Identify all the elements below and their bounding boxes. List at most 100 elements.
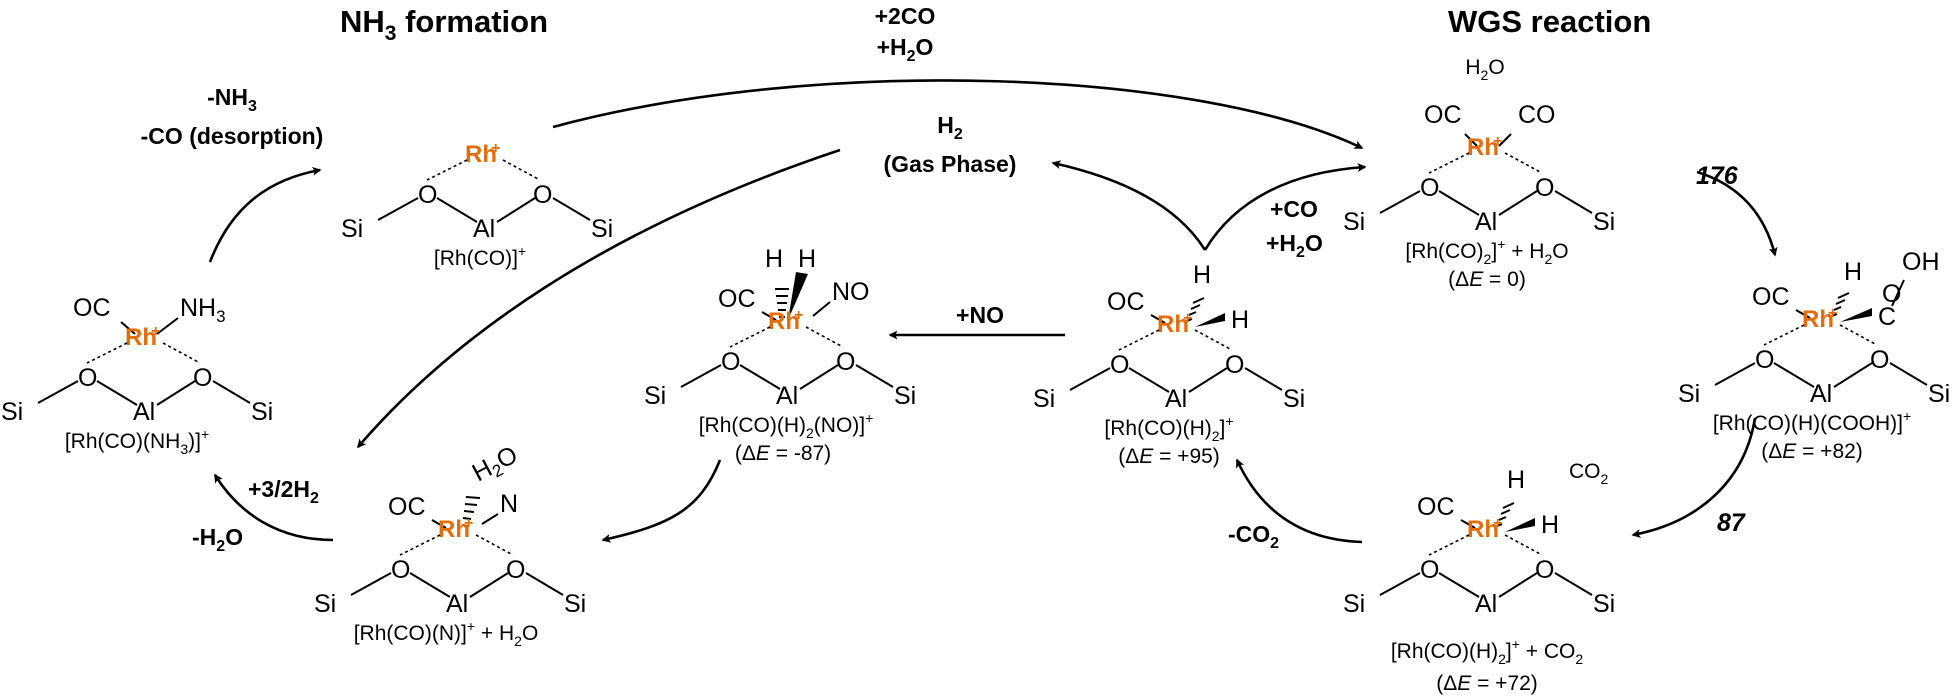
energy-label: (ΔE = +82) bbox=[1761, 440, 1863, 463]
o-right: O bbox=[1225, 351, 1244, 379]
rh-charge: + bbox=[1493, 515, 1502, 532]
si-left: Si bbox=[341, 215, 363, 243]
al-atom: Al bbox=[473, 215, 495, 243]
label-minus-nh3: -NH3 bbox=[207, 84, 257, 115]
rh-atom: Rh bbox=[1157, 311, 1189, 338]
label-plus-3-2-h2: +3/2H2 bbox=[248, 476, 319, 507]
arrow-desorption bbox=[208, 166, 322, 263]
rh-charge: + bbox=[491, 140, 500, 157]
species-rh-co-n: OC H2O N Rh + O O Al Si Si [Rh(CO)(N)]+ … bbox=[314, 441, 586, 649]
species-rh-co-h2: OC H H Rh + O O Al Si Si [Rh(CO)(H)2]+ (… bbox=[1033, 261, 1305, 468]
wedge-bond bbox=[1840, 308, 1872, 322]
si-right: Si bbox=[894, 382, 916, 410]
wedge-bond bbox=[1505, 518, 1535, 532]
energy-label: (ΔE = 0) bbox=[1448, 268, 1526, 291]
hash-bond bbox=[1831, 292, 1850, 317]
si-right: Si bbox=[1593, 590, 1615, 618]
rh-charge: + bbox=[464, 515, 473, 532]
n-ligand: N bbox=[500, 490, 518, 518]
label-plus-no: +NO bbox=[956, 302, 1004, 328]
rh-charge: + bbox=[151, 323, 160, 340]
si-right: Si bbox=[251, 398, 273, 426]
si-right: Si bbox=[1283, 385, 1305, 413]
o-right: O bbox=[1870, 346, 1889, 374]
energy-label: (ΔE = +72) bbox=[1436, 672, 1538, 695]
rh-atom: Rh bbox=[1467, 134, 1499, 161]
wedge-bond bbox=[1195, 313, 1225, 327]
oh-group: OH bbox=[1902, 248, 1940, 276]
formula-label: [Rh(CO)(N)]+ + H2O bbox=[354, 618, 539, 649]
arrow-to-h2-gas-phase bbox=[1051, 160, 1207, 251]
al-atom: Al bbox=[446, 590, 468, 618]
oc-ligand: OC bbox=[1424, 101, 1462, 129]
rh-atom: Rh bbox=[125, 324, 157, 351]
al-atom: Al bbox=[776, 382, 798, 410]
co2-beside: CO2 bbox=[1569, 460, 1609, 487]
o-right: O bbox=[836, 348, 855, 376]
formula-label: [Rh(CO)2]+ + H2O bbox=[1405, 236, 1568, 267]
h-ligand-left: H bbox=[765, 245, 783, 273]
o-left: O bbox=[418, 181, 437, 209]
al-atom: Al bbox=[1165, 385, 1187, 413]
energy-label: (ΔE = +95) bbox=[1118, 445, 1220, 468]
formula-label: [Rh(CO)(NH3)]+ bbox=[65, 426, 209, 457]
si-left: Si bbox=[314, 590, 336, 618]
oc-ligand: OC bbox=[73, 294, 111, 322]
arrow-top-to-wgs bbox=[552, 79, 1364, 150]
label-plus-2co: +2CO bbox=[875, 3, 936, 29]
species-rh-co-h2-co2: CO2 OC H H Rh + O O Al Si Si [Rh(CO)(H)2… bbox=[1343, 460, 1615, 695]
si-right: Si bbox=[591, 215, 613, 243]
al-atom: Al bbox=[1475, 208, 1497, 236]
c-atom: C bbox=[1878, 303, 1896, 331]
o-right: O bbox=[533, 181, 552, 209]
energy-label: (ΔE = -87) bbox=[735, 442, 831, 465]
si-right: Si bbox=[1593, 208, 1615, 236]
o-left: O bbox=[78, 364, 97, 392]
h-ligand-right: H bbox=[1231, 306, 1249, 334]
arrow-plus-3-2-h2 bbox=[213, 473, 334, 542]
si-left: Si bbox=[644, 382, 666, 410]
hash-bond bbox=[461, 496, 481, 527]
o-carbonyl: O bbox=[1882, 280, 1901, 308]
h2o-ligand: H2O bbox=[468, 441, 524, 490]
step-labels: +2CO +H2O -NH3 -CO (desorption) H2 (Gas … bbox=[141, 3, 1746, 555]
label-minus-co-desorption: -CO (desorption) bbox=[141, 123, 324, 149]
o-left: O bbox=[1110, 351, 1129, 379]
arrow-step-176 bbox=[1696, 170, 1778, 257]
rh-charge: + bbox=[794, 307, 803, 324]
label-minus-co2: -CO2 bbox=[1228, 521, 1279, 552]
al-atom: Al bbox=[1475, 590, 1497, 618]
h-ligand-right: H bbox=[1541, 511, 1559, 539]
oc-ligand: OC bbox=[1107, 288, 1145, 316]
formula-label: [Rh(CO)(H)2]+ bbox=[1104, 413, 1233, 444]
species-rh-co-2: H2O OC CO Rh + O O Al Si Si [Rh(CO)2]+ +… bbox=[1343, 56, 1615, 291]
rh-atom: Rh bbox=[1802, 306, 1834, 333]
o-left: O bbox=[721, 348, 740, 376]
label-plus-co: +CO bbox=[1270, 196, 1318, 222]
formula-label: [Rh(CO)]+ bbox=[434, 243, 526, 270]
al-atom: Al bbox=[133, 398, 155, 426]
o-right: O bbox=[506, 556, 525, 584]
arrow-h2-gas-to-nh3 bbox=[357, 148, 841, 449]
si-left: Si bbox=[1343, 590, 1365, 618]
h-ligand-top: H bbox=[1507, 466, 1525, 494]
label-h2-gas: H2 bbox=[937, 112, 963, 143]
oc-ligand: OC bbox=[1752, 283, 1790, 311]
si-left: Si bbox=[1678, 380, 1700, 408]
species-rh-co-h-cooh: OC H C O OH Rh + O O Al Si Si [Rh(CO)(H)… bbox=[1678, 248, 1950, 463]
o-right: O bbox=[1535, 556, 1554, 584]
rh-charge: + bbox=[1493, 133, 1502, 150]
arrow-minus-co2 bbox=[1235, 458, 1363, 544]
o-left: O bbox=[1420, 174, 1439, 202]
h-ligand: H bbox=[1844, 258, 1862, 286]
rh-charge: + bbox=[1183, 310, 1192, 327]
nh3-ligand: NH3 bbox=[180, 294, 226, 326]
rh-atom: Rh bbox=[768, 308, 800, 335]
co-ligand: CO bbox=[1518, 101, 1556, 129]
rh-atom: Rh bbox=[465, 141, 497, 168]
al-atom: Al bbox=[1810, 380, 1832, 408]
rh-atom: Rh bbox=[438, 516, 470, 543]
rh-atom: Rh bbox=[1467, 516, 1499, 543]
label-plus-h2o-top: +H2O bbox=[877, 34, 934, 65]
